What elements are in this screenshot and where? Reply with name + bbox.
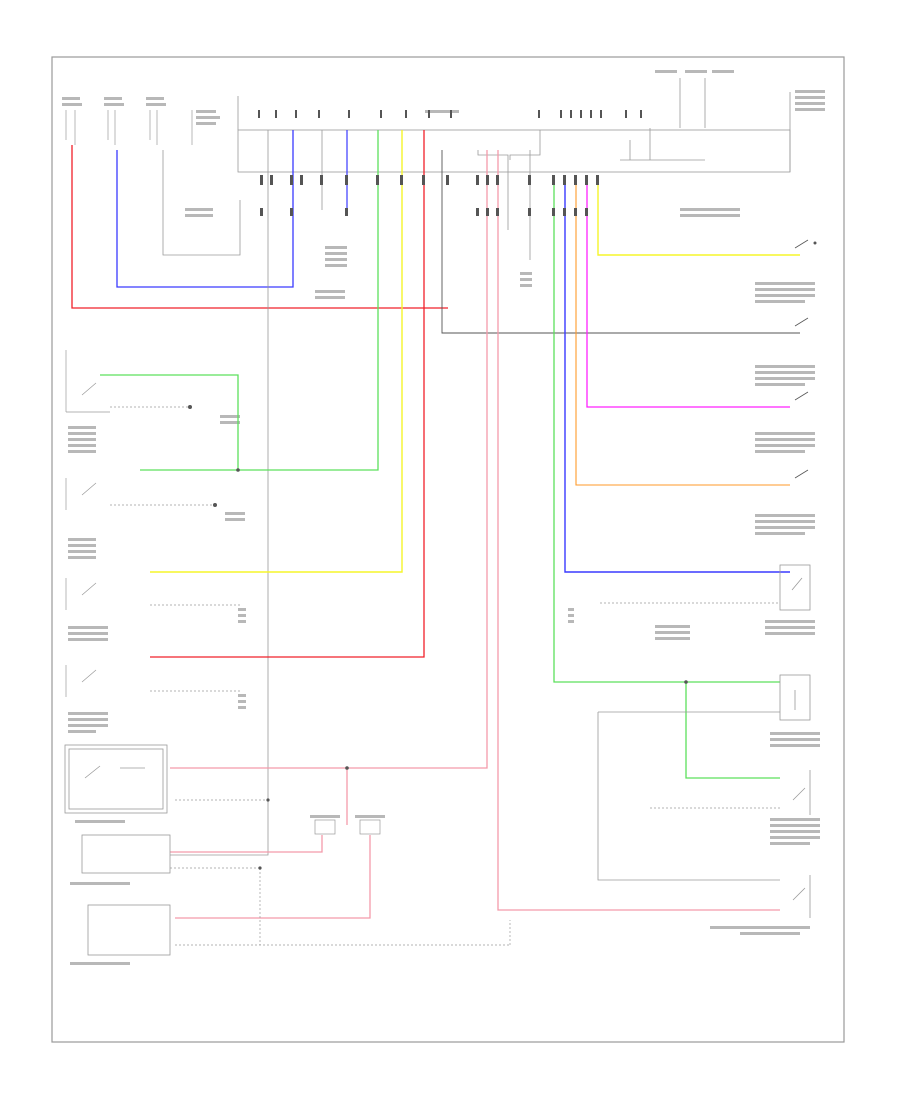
wire-red-mid: [150, 130, 425, 658]
wire-pink-2: [497, 150, 780, 911]
wire-pink-4: [170, 835, 323, 853]
wire-green-2: [100, 374, 239, 470]
wire-green-1: [140, 130, 379, 471]
right-switch-box-6: [779, 674, 811, 721]
junction-dots: [236, 468, 688, 870]
shield-lines: [110, 406, 780, 946]
right-switch-3: [794, 391, 809, 401]
right-switch-box-5: [779, 564, 811, 611]
wire-pink-1: [170, 150, 488, 769]
wire-black: [441, 150, 800, 334]
wire-magenta-right: [586, 175, 790, 408]
switch-box-1: [65, 350, 192, 413]
connector-ticks: [258, 110, 642, 216]
diagram-border: [51, 56, 845, 1043]
junction-block: [237, 78, 791, 173]
switch-box-4: [65, 665, 97, 697]
wire-blue-right: [564, 175, 790, 573]
wire-gray-right: [597, 712, 780, 881]
wire-green-right: [553, 175, 780, 683]
switch-box-2: [65, 478, 217, 510]
relay-symbols: [314, 766, 381, 835]
switch-box-3: [65, 578, 97, 610]
wire-gray-left: [162, 150, 241, 256]
latch-switch-box: [64, 744, 168, 814]
wire-gray-5: [509, 130, 541, 160]
wire-gray-mid: [170, 130, 269, 856]
wire-green-right-2: [685, 682, 780, 779]
wire-yellow-left: [150, 130, 403, 573]
label-marks: [62, 70, 825, 965]
wire-orange-right: [575, 175, 790, 486]
wire-red-left: [71, 145, 448, 309]
lock-motor-box: [81, 834, 171, 956]
right-switch-box-7: [792, 770, 811, 815]
right-switch-1: [794, 239, 817, 249]
right-switch-4: [794, 469, 809, 479]
right-switch-2: [794, 317, 809, 327]
wire-pink-5: [175, 835, 371, 919]
wire-yellow-right: [597, 175, 800, 256]
right-switch-box-8: [792, 875, 811, 918]
fuse-group: [65, 110, 193, 145]
wire-gray-4: [477, 150, 509, 230]
